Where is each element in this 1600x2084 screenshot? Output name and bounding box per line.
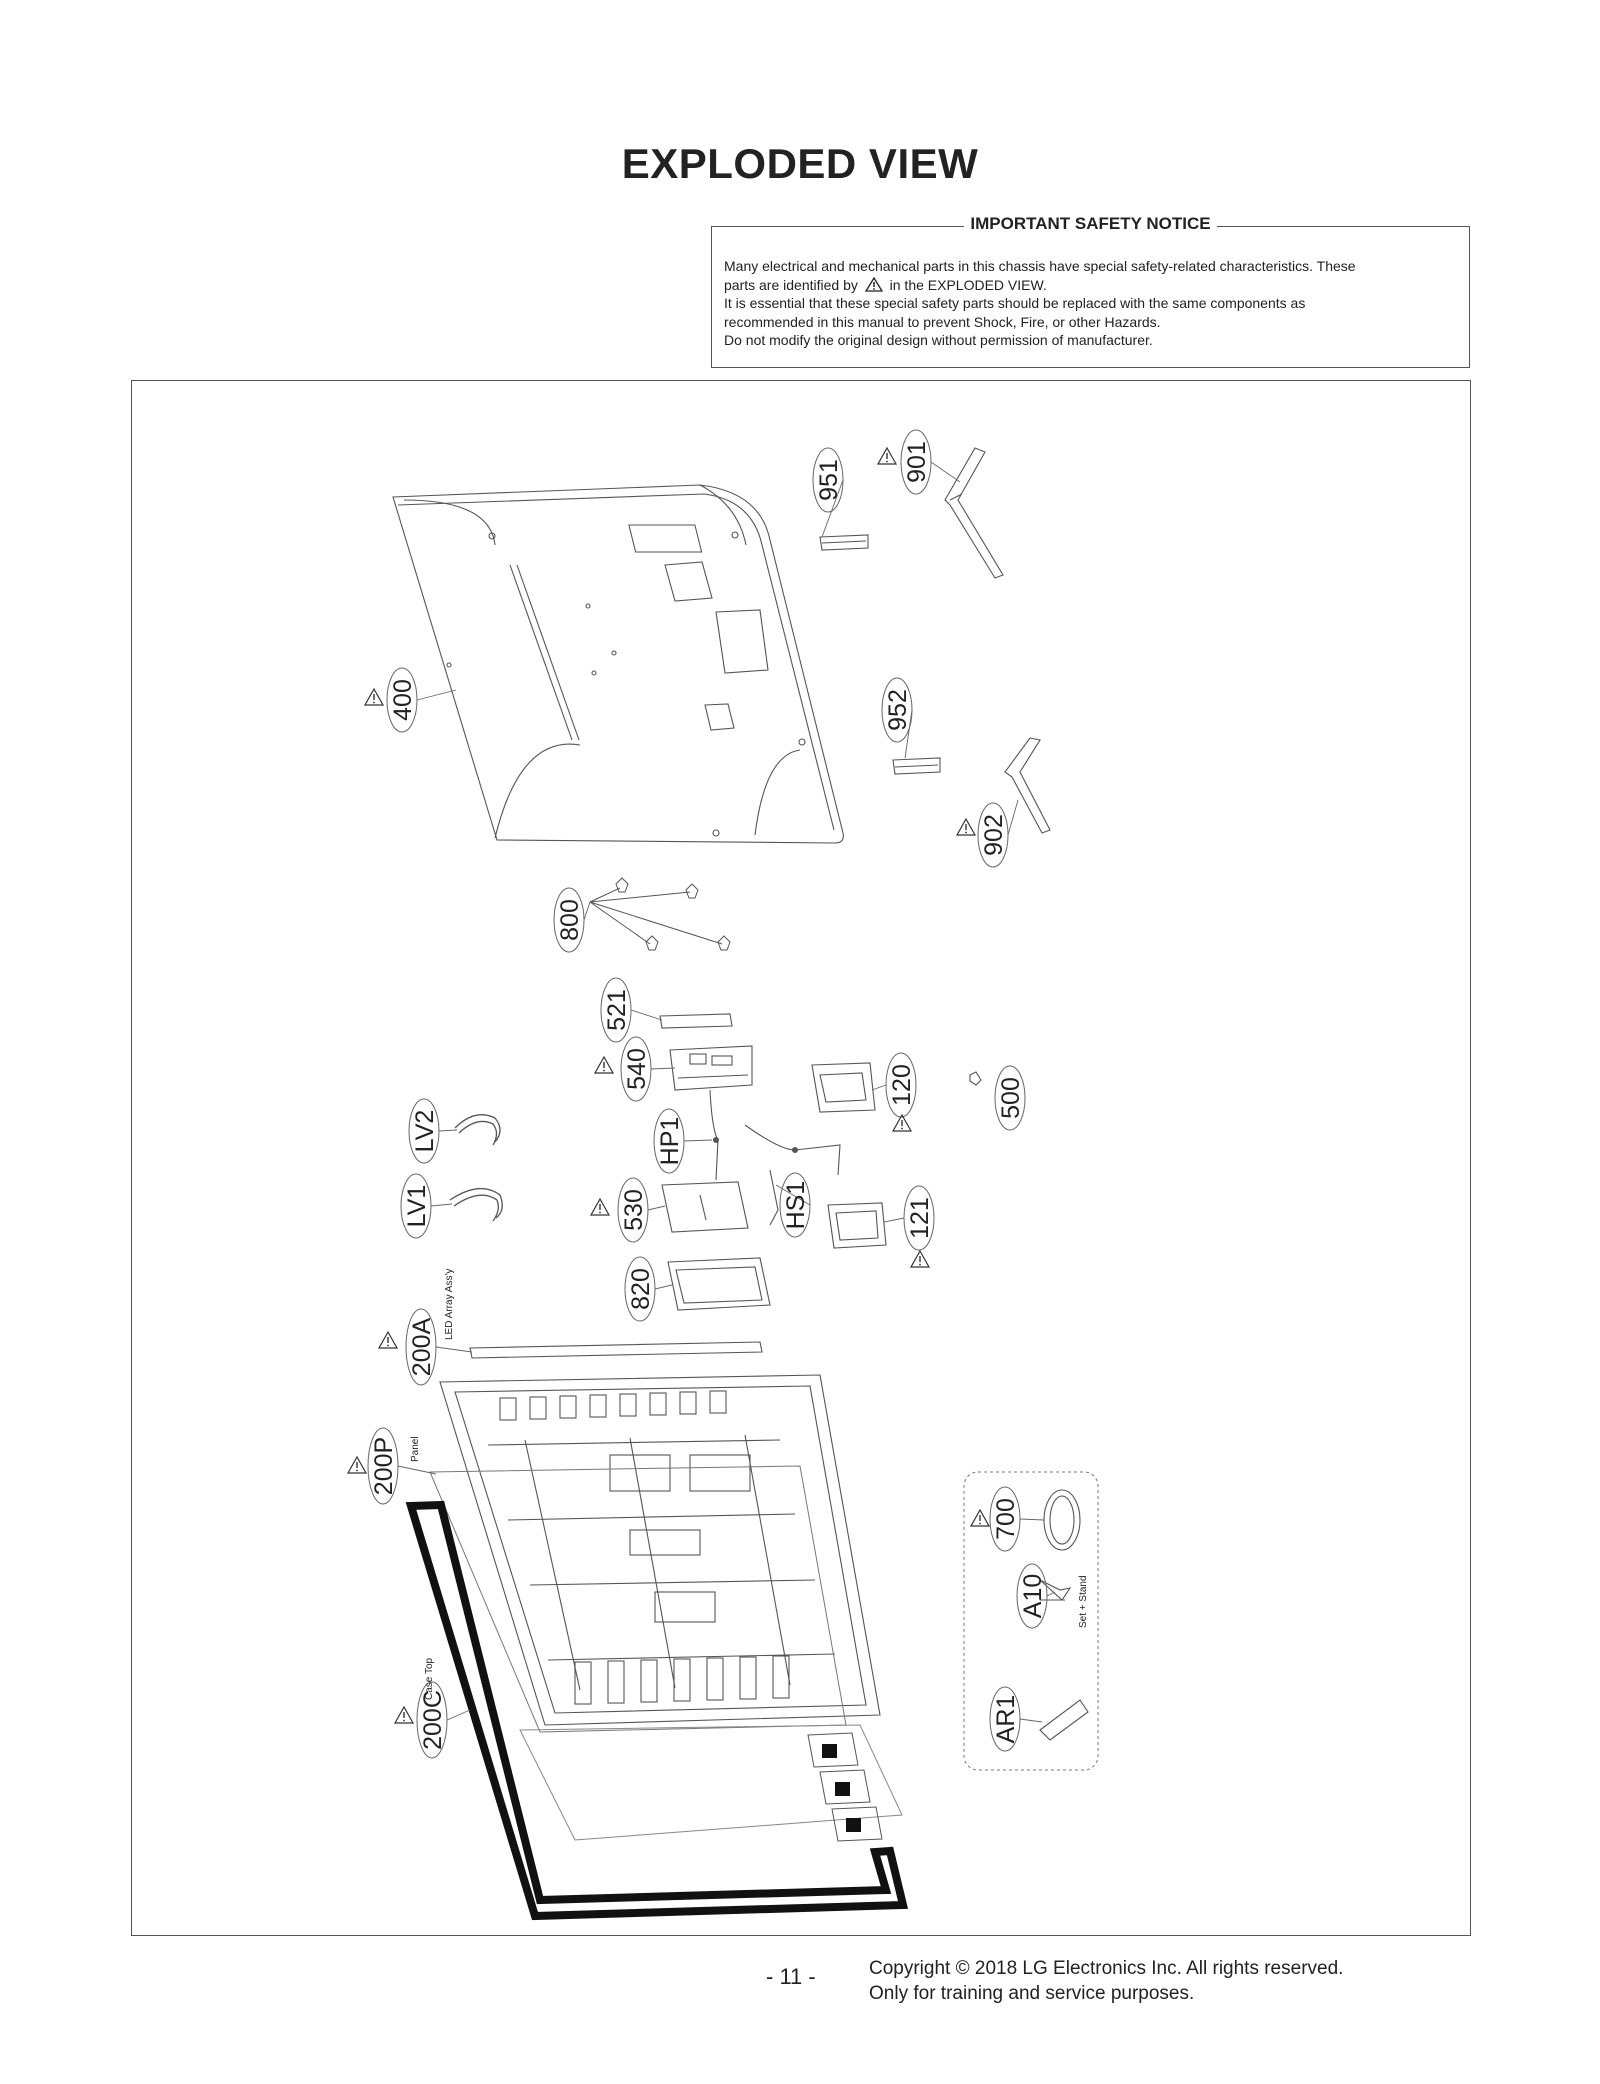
copyright-line-1: Copyright © 2018 LG Electronics Inc. All…: [869, 1958, 1344, 1979]
stand-902-drawing: [1004, 737, 1051, 834]
warning-icon: [864, 276, 883, 292]
warning-icon: [970, 1509, 990, 1527]
safety-notice-box: IMPORTANT SAFETY NOTICE Many electrical …: [711, 214, 1470, 368]
notice-line-2a: parts are identified by: [724, 276, 858, 293]
label-121: 121: [906, 1197, 934, 1239]
warning-icon: [364, 688, 384, 706]
back-cover-drawing: [392, 484, 844, 844]
notice-line-5: Do not modify the original design withou…: [724, 332, 1153, 348]
part-labels: [367, 429, 1048, 1759]
label-400: 400: [389, 679, 417, 721]
label-521: 521: [603, 989, 631, 1031]
label-500: 500: [997, 1077, 1025, 1119]
safety-notice-heading: IMPORTANT SAFETY NOTICE: [964, 214, 1217, 233]
caption-set-stand: Set + Stand: [1078, 1575, 1089, 1628]
notice-line-1: Many electrical and mechanical parts in …: [724, 258, 1356, 274]
leader-lines: [397, 461, 1056, 1723]
warning-icon: [956, 818, 976, 836]
label-lv1: LV1: [403, 1185, 431, 1228]
diagram-frame: [131, 380, 1471, 1936]
warning-icon: [910, 1250, 930, 1268]
label-ar1: AR1: [992, 1695, 1020, 1744]
safety-notice-body: Many electrical and mechanical parts in …: [724, 257, 1457, 350]
warning-icon: [378, 1331, 398, 1349]
safety-notice-heading-wrap: IMPORTANT SAFETY NOTICE: [712, 214, 1469, 234]
warning-icon: [590, 1198, 610, 1216]
page-title: EXPLODED VIEW: [621, 140, 979, 187]
lvds-cables-drawing: [449, 1114, 503, 1222]
notice-line-3: It is essential that these special safet…: [724, 295, 1306, 311]
case-top-blocks-drawing: [822, 1744, 861, 1832]
label-901: 901: [903, 441, 931, 483]
caption-case-top: Case Top: [424, 1657, 435, 1700]
warning-icon: [877, 447, 897, 465]
label-200p: 200P: [370, 1437, 398, 1495]
notice-line-4: recommended in this manual to prevent Sh…: [724, 313, 1161, 330]
label-700: 700: [992, 1498, 1020, 1540]
label-hs1: HS1: [782, 1181, 810, 1230]
label-a10: A10: [1019, 1574, 1047, 1618]
module-drawing: [439, 1374, 881, 1726]
caption-led-array: LED Array Ass'y: [444, 1269, 455, 1340]
panel-sheet-back-drawing: [519, 1724, 903, 1841]
case-top-tabs-drawing: [807, 1732, 883, 1842]
copyright-line-2: Only for training and service purposes.: [869, 1983, 1195, 2004]
caption-panel: Panel: [410, 1436, 421, 1462]
label-lv2: LV2: [411, 1110, 439, 1153]
boards-drawing: [659, 1013, 982, 1311]
notice-line-2: parts are identified by in the EXPLODED …: [724, 276, 1457, 295]
label-hp1: HP1: [656, 1117, 684, 1166]
warning-icon: [594, 1056, 614, 1074]
notice-line-2b: in the EXPLODED VIEW.: [889, 276, 1047, 293]
label-820: 820: [627, 1268, 655, 1310]
label-200c: 200C: [419, 1690, 447, 1750]
label-951: 951: [815, 459, 843, 501]
led-bar-drawing: [469, 1341, 763, 1359]
case-top-frame-drawing: [405, 1500, 909, 1921]
screws-800-drawing: [589, 877, 731, 951]
label-540: 540: [623, 1048, 651, 1090]
stand-901-drawing: [944, 447, 1004, 579]
guide-952-drawing: [892, 757, 941, 775]
guide-951-drawing: [819, 534, 869, 551]
label-800: 800: [556, 899, 584, 941]
label-530: 530: [620, 1189, 648, 1231]
part-label-texts: 951 901 400 952 902 800 521 540 120 500 …: [370, 441, 1089, 1750]
label-120: 120: [888, 1064, 916, 1106]
copyright: Copyright © 2018 LG Electronics Inc. All…: [869, 1956, 1343, 2006]
warning-icon: [347, 1456, 367, 1474]
label-902: 902: [980, 814, 1008, 856]
warning-icon: [394, 1706, 414, 1724]
label-200a: 200A: [408, 1317, 436, 1376]
label-952: 952: [884, 689, 912, 731]
panel-sheet-drawing: [429, 1465, 847, 1733]
page-number: - 11 -: [766, 1964, 816, 1989]
